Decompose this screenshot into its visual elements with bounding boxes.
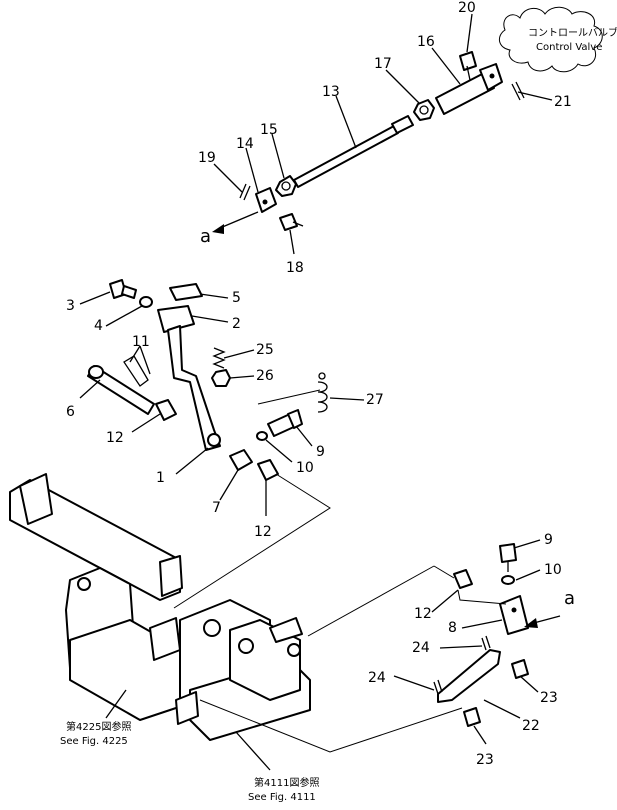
callout-15: 15: [260, 122, 278, 138]
frame-assembly: [9, 473, 311, 741]
callout-18: 18: [286, 260, 304, 276]
callout-20: 20: [458, 0, 476, 16]
lever-assembly: [87, 279, 328, 481]
reference-lines: [173, 389, 507, 753]
callout-2: 2: [232, 316, 241, 332]
callout-17: 17: [374, 56, 392, 72]
callout-12-c: 12: [414, 606, 432, 622]
callout-10-b: 10: [544, 562, 562, 578]
marker-a-top: a: [200, 226, 211, 247]
fig-4225-jp-note: 第4225図参照: [66, 720, 131, 733]
callout-24-b: 24: [368, 670, 386, 686]
figure-notes: 第4225図参照 See Fig. 4225 第4111図参照 See Fig.…: [60, 720, 319, 803]
control-valve-cloud: コントロールバルブ Control Valve: [498, 6, 617, 73]
callout-1: 1: [156, 470, 165, 486]
callout-27: 27: [366, 392, 384, 408]
callout-23-a: 23: [540, 690, 558, 706]
lower-right-assembly: [433, 543, 529, 727]
callout-11: 11: [132, 334, 150, 350]
callout-7: 7: [212, 500, 221, 516]
rod-assembly: [239, 51, 525, 231]
callout-25: 25: [256, 342, 274, 358]
callout-12-a: 12: [106, 430, 124, 446]
fig-4111-jp-note: 第4111図参照: [254, 776, 319, 789]
callout-26: 26: [256, 368, 274, 384]
callout-4: 4: [94, 318, 103, 334]
callout-14: 14: [236, 136, 254, 152]
fig-4111-en-note: See Fig. 4111: [248, 792, 316, 803]
marker-a-right: a: [564, 588, 575, 609]
callout-3: 3: [66, 298, 75, 314]
callout-21: 21: [554, 94, 572, 110]
callout-9-a: 9: [316, 444, 325, 460]
callout-labels: 20 16 17 13 21 15 14 19 18 a 3 4 5 2 11 …: [66, 0, 575, 768]
callout-23-b: 23: [476, 752, 494, 768]
callout-16: 16: [417, 34, 435, 50]
fig-4225-en-note: See Fig. 4225: [60, 736, 128, 747]
callout-6: 6: [66, 404, 75, 420]
callout-8: 8: [448, 620, 457, 636]
callout-19: 19: [198, 150, 216, 166]
control-valve-jp-label: コントロールバルブ: [528, 26, 617, 39]
callout-22: 22: [522, 718, 540, 734]
callout-9-b: 9: [544, 532, 553, 548]
control-valve-en-label: Control Valve: [536, 42, 602, 53]
callout-24-a: 24: [412, 640, 430, 656]
callout-5: 5: [232, 290, 241, 306]
callout-10-a: 10: [296, 460, 314, 476]
callout-12-b: 12: [254, 524, 272, 540]
callout-13: 13: [322, 84, 340, 100]
leader-lines: [79, 13, 561, 771]
